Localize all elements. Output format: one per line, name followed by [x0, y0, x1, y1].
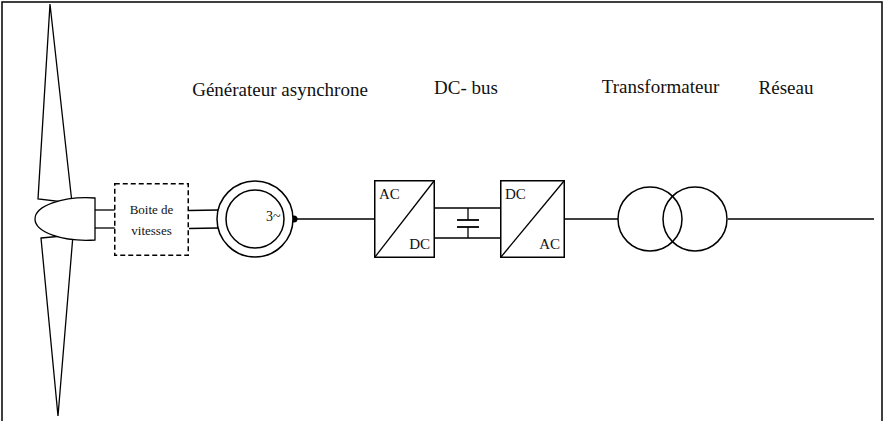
- converter-input: AC: [379, 185, 400, 203]
- gearbox-label: Boite de vitesses: [114, 198, 189, 241]
- converter-diagonal: [501, 181, 564, 257]
- connector-wire: [435, 208, 500, 238]
- shaft: [95, 227, 118, 228]
- capacitor-lead: [467, 208, 468, 220]
- connector-wire: [189, 210, 218, 229]
- inverter-output: AC: [539, 235, 560, 253]
- transformer-title: Transformateur: [602, 76, 720, 99]
- bus-label: DC- bus: [434, 77, 498, 99]
- generator-circle-outline: [216, 180, 294, 258]
- gearbox-box: Boite de vitesses: [114, 183, 189, 256]
- connector-wire: [293, 218, 374, 219]
- generator-title: Générateur asynchrone: [192, 79, 368, 102]
- blade: [41, 235, 73, 416]
- gearbox-outline: [115, 184, 189, 256]
- capacitor-plate: [457, 219, 479, 221]
- blade: [38, 4, 72, 203]
- capacitor-lead: [467, 227, 468, 238]
- transformer-symbol: Transformateur: [617, 186, 728, 252]
- rectifier-box: AC DC: [374, 180, 435, 258]
- stator-circle: [217, 181, 293, 257]
- gearbox-box-outline: [114, 183, 189, 256]
- rotor-hub: [35, 198, 95, 241]
- inverter-input: DC: [505, 185, 526, 203]
- grid-label: Réseau: [759, 77, 814, 99]
- connector-wire: [565, 218, 618, 219]
- generator-circle: Générateur asynchrone3~: [216, 180, 294, 258]
- grid-line: [728, 218, 874, 219]
- inverter-box: DC AC: [500, 180, 565, 258]
- secondary-winding: [663, 187, 727, 251]
- rotor-circle: [226, 190, 284, 248]
- converter-outline: [501, 181, 565, 258]
- converter-outline: [375, 181, 435, 258]
- phase-symbol: 3~: [266, 209, 281, 226]
- transformer-symbol-outline: [617, 186, 728, 252]
- converter-diagonal: [375, 181, 434, 257]
- converter-output: DC: [409, 235, 430, 253]
